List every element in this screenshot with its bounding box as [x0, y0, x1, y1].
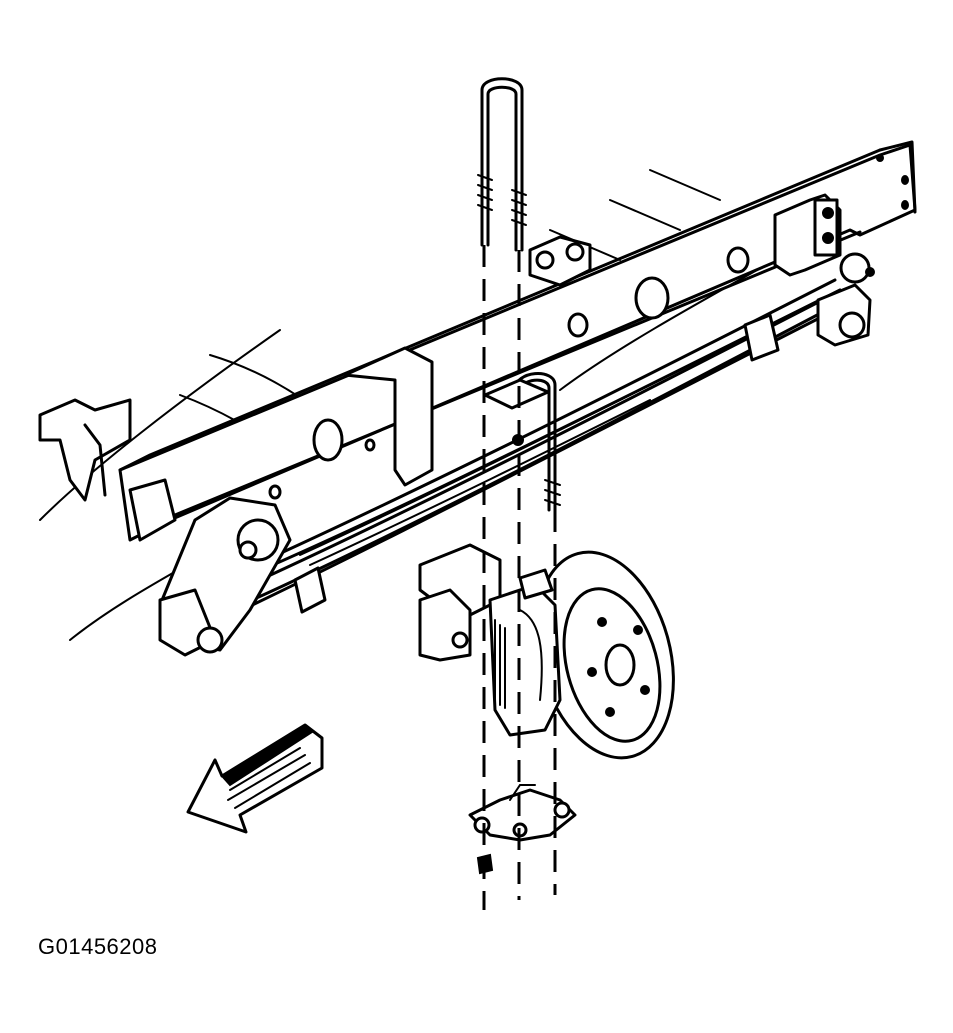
lug-hole: [633, 625, 643, 635]
front-direction-arrow-icon: [186, 723, 324, 834]
u-bolt[interactable]: [477, 77, 527, 252]
spring-spacer-plate: [483, 378, 550, 446]
rear-crossmember: [38, 398, 132, 502]
background-contours: [39, 169, 881, 641]
frame-hole: [567, 312, 589, 338]
spring-clip: [293, 566, 327, 614]
hub-center: [604, 643, 636, 687]
front-spring-hanger: [158, 496, 292, 657]
lower-spring-plate[interactable]: [468, 784, 577, 842]
lug-hole: [640, 685, 650, 695]
assembly-centerlines: [482, 245, 557, 910]
figure-id-label: G01456208: [38, 934, 158, 959]
lug-hole: [587, 667, 597, 677]
lower-brackets: [128, 478, 502, 662]
frame-hole: [634, 276, 670, 320]
axle-brake-assembly: [488, 550, 675, 760]
spring-clip: [743, 313, 780, 362]
frame-hole: [312, 418, 344, 462]
spring-eye: [196, 626, 224, 654]
lug-hole: [605, 707, 615, 717]
frame-hole: [726, 246, 750, 274]
shackle-bushing: [838, 311, 866, 339]
shackle-bushing: [839, 252, 871, 284]
lug-hole: [597, 617, 607, 627]
frame-hole: [364, 438, 376, 452]
frame-hole: [268, 484, 282, 500]
rear-shackle: [773, 193, 875, 347]
upper-bracket: [528, 235, 592, 287]
frame-gusset: [343, 346, 434, 487]
